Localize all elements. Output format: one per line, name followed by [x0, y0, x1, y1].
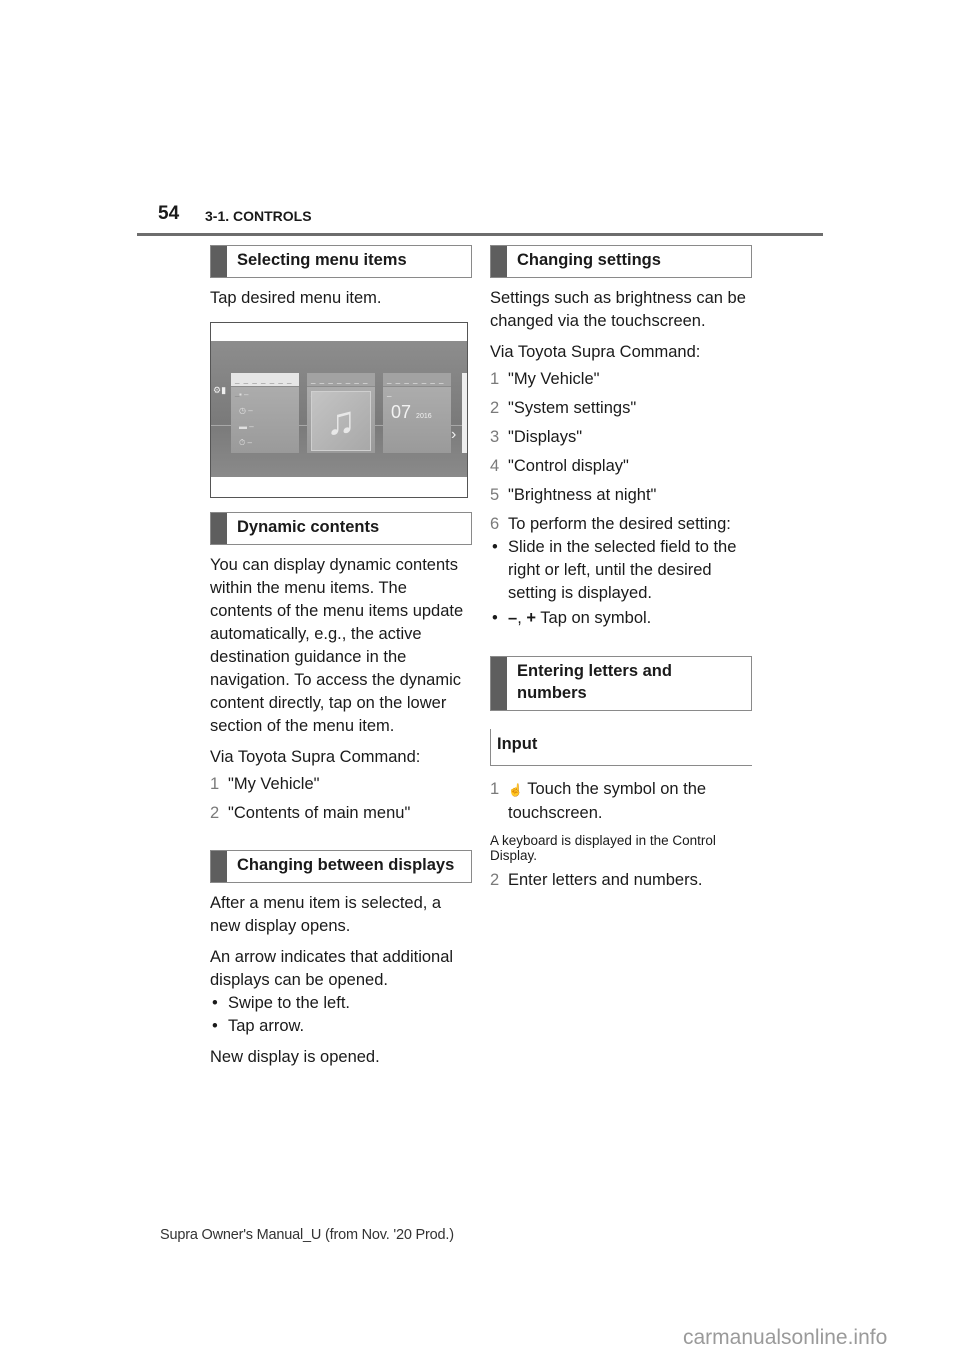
page-number: 54 [158, 203, 180, 224]
displays-text-3: New display is opened. [210, 1048, 380, 1066]
step-3: 3"Displays" [490, 428, 583, 446]
step-2: 2"Contents of main menu" [210, 804, 411, 822]
step-1: 1"My Vehicle" [210, 775, 320, 793]
displays-text-2: An arrow indicates that additional displ… [210, 948, 454, 989]
menu-card-vehicle: _ _ _ _ _ _ _ _ ▪ ‒ ◷ ‒ ▬ ‒ ⏱ ‒ [231, 373, 299, 453]
bullet-item: •Tap arrow. [212, 1017, 305, 1035]
section-heading-changing-displays: Changing between displays [210, 850, 472, 883]
settings-via: Via Toyota Supra Command: [490, 343, 701, 361]
header-divider [137, 233, 823, 236]
left-column: Selecting menu items Tap desired menu it… [210, 245, 472, 1069]
bullet-item: •Swipe to the left. [212, 994, 350, 1012]
step-1: 1 ☝ Touch the symbol on the touchscreen. [490, 780, 707, 822]
menu-card-media: _ _ _ _ _ _ _ _ ♫ [307, 373, 375, 453]
plus-icon: + [526, 609, 536, 627]
step-4: 4"Control display" [490, 457, 629, 475]
displays-text-1: After a menu item is selected, a new dis… [210, 894, 442, 935]
selecting-text: Tap desired menu item. [210, 289, 382, 307]
section-heading-dynamic-contents: Dynamic contents [210, 512, 472, 545]
right-column: Changing settings Settings such as brigh… [490, 245, 752, 892]
dynamic-text: You can display dynamic contents within … [210, 556, 464, 735]
menu-card-phone: _ _ _ _ _ _ _ _ 07 2016 [383, 373, 451, 453]
chapter-title: 3-1. CONTROLS [205, 208, 312, 224]
music-note-icon: ♫ [311, 391, 371, 451]
keyboard-touch-icon: ☝ [508, 783, 523, 797]
minus-icon: – [508, 609, 518, 627]
section-heading-entering-letters: Entering letters and numbers [490, 656, 752, 711]
keyboard-note: A keyboard is displayed in the Control D… [490, 833, 716, 863]
settings-text: Settings such as brightness can be chang… [490, 289, 746, 330]
section-heading-changing-settings: Changing settings [490, 245, 752, 278]
chevron-right-icon: › [451, 426, 457, 443]
step-2: 2"System settings" [490, 399, 637, 417]
bullet-item: •Slide in the selected field to the righ… [492, 538, 737, 602]
dynamic-via: Via Toyota Supra Command: [210, 748, 421, 766]
step-5: 5"Brightness at night" [490, 486, 657, 504]
footer-text: Supra Owner's Manual_U (from Nov. '20 Pr… [160, 1227, 454, 1243]
settings-icon: ⚙▮ [213, 385, 227, 395]
section-heading-selecting-menu-items: Selecting menu items [210, 245, 472, 278]
bullet-item: • –, + Tap on symbol. [492, 609, 652, 627]
step-1: 1"My Vehicle" [490, 370, 600, 388]
subheading-input: Input [490, 729, 752, 766]
menu-screen-illustration: ⚙▮ _ _ _ _ _ _ _ _ ▪ ‒ ◷ ‒ ▬ ‒ ⏱ ‒ _ _ _… [210, 322, 468, 498]
watermark-link[interactable]: carmanualsonline.info [683, 1326, 888, 1349]
